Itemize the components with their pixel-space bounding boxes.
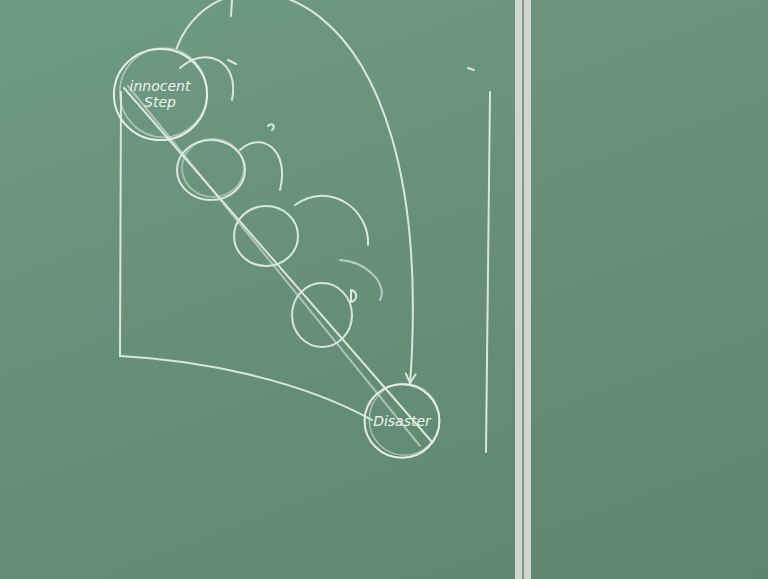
chalk-circle: innocent Step	[112, 46, 209, 143]
hop-arc	[295, 196, 368, 245]
step-circle	[234, 206, 298, 266]
chalk-mark	[351, 290, 356, 302]
chalk-circle: Disaster	[363, 382, 441, 460]
chalk-mark	[468, 68, 474, 70]
circle-label: innocent Step	[112, 78, 209, 110]
chalk-mark	[228, 60, 236, 64]
step-circle	[177, 140, 245, 200]
step-circle	[292, 283, 352, 347]
curved-arrow	[177, 0, 413, 383]
circle-stroke	[369, 384, 439, 456]
board-divider-gap	[522, 0, 524, 579]
slope-ground	[120, 356, 372, 420]
slope-wall	[120, 92, 121, 356]
slope-line	[128, 86, 420, 446]
hop-arc	[240, 142, 282, 190]
circle-stroke	[365, 384, 440, 457]
step-circle	[182, 139, 244, 197]
board-divider	[515, 0, 531, 579]
hop-arc	[340, 260, 382, 300]
chalk-line	[486, 92, 490, 452]
circle-label: Disaster	[373, 413, 431, 429]
chalk-line	[231, 0, 232, 16]
circle-stroke	[113, 48, 206, 139]
chalk-mark	[268, 124, 274, 130]
